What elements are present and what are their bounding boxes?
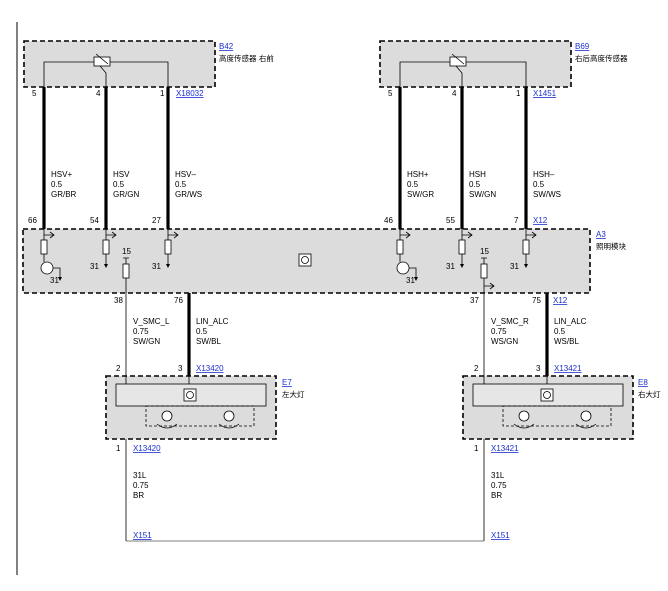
b69-pin: 1 bbox=[516, 89, 521, 98]
ground-label: 31 bbox=[446, 262, 455, 271]
wire-size: 0.5 bbox=[407, 180, 419, 189]
e7-bottom-connector-link[interactable]: X13420 bbox=[133, 444, 161, 453]
wire-signal: HSH bbox=[469, 170, 486, 179]
supply-label: 15 bbox=[122, 247, 131, 256]
wire-size: 0.5 bbox=[175, 180, 187, 189]
a3-link[interactable]: A3 bbox=[596, 230, 606, 239]
module-a3: 66 54 27 46 55 7 X12 A3 照明模块 31 31 15 31 bbox=[22, 216, 626, 305]
wire-signal: V_SMC_L bbox=[133, 317, 170, 326]
e8-pin: 3 bbox=[536, 364, 541, 373]
wire-color: WS/BL bbox=[554, 337, 579, 346]
wire-size: 0.75 bbox=[133, 481, 149, 490]
e7-pin: 3 bbox=[178, 364, 183, 373]
wire-size: 0.5 bbox=[554, 327, 566, 336]
b69-link[interactable]: B69 bbox=[575, 42, 590, 51]
wire-size: 0.5 bbox=[196, 327, 208, 336]
a3-pin: 54 bbox=[90, 216, 99, 225]
wire-color: SW/GN bbox=[133, 337, 160, 346]
wire-signal: 31L bbox=[491, 471, 505, 480]
middle-wires: V_SMC_L 0.75 SW/GN LIN_ALC 0.5 SW/BL V_S… bbox=[125, 293, 587, 376]
wire-color: BR bbox=[133, 491, 144, 500]
a3-pin: 46 bbox=[384, 216, 393, 225]
b69-pin: 5 bbox=[388, 89, 393, 98]
a3-bottom-connector-link[interactable]: X12 bbox=[553, 296, 568, 305]
wire-color: BR bbox=[491, 491, 502, 500]
e7-pin: 2 bbox=[116, 364, 121, 373]
b42-pin: 4 bbox=[96, 89, 101, 98]
a3-name: 照明模块 bbox=[596, 241, 626, 251]
sensor-b69: B69 右后高度传感器 5 4 1 X1451 bbox=[379, 40, 628, 98]
a3-pin: 7 bbox=[514, 216, 519, 225]
ground-label: 31 bbox=[152, 262, 161, 271]
wire-signal: V_SMC_R bbox=[491, 317, 529, 326]
a3-pin: 76 bbox=[174, 296, 183, 305]
wire-color: SW/GR bbox=[407, 190, 434, 199]
wire-size: 0.5 bbox=[533, 180, 545, 189]
supply-label: 15 bbox=[480, 247, 489, 256]
wire-signal: HSV+ bbox=[51, 170, 72, 179]
headlight-e7: 2 3 X13420 E7 左大灯 1 X13420 bbox=[105, 364, 305, 453]
wire-color: SW/WS bbox=[533, 190, 561, 199]
b42-name: 高度传感器 右前 bbox=[219, 53, 274, 63]
e8-name: 右大灯 bbox=[638, 389, 661, 399]
bottom-wires: 31L 0.75 BR 31L 0.75 BR X151 X151 bbox=[125, 439, 510, 542]
ground-point-link[interactable]: X151 bbox=[491, 531, 510, 540]
e8-bottom-connector-link[interactable]: X13421 bbox=[491, 444, 519, 453]
e8-pin: 2 bbox=[474, 364, 479, 373]
b42-connector-link[interactable]: X18032 bbox=[176, 89, 204, 98]
top-wires: HSV+ 0.5 GR/BR HSV 0.5 GR/GN HSV– 0.5 GR… bbox=[42, 87, 561, 229]
a3-pin: 75 bbox=[532, 296, 541, 305]
b42-pin: 5 bbox=[32, 89, 37, 98]
e8-pin: 1 bbox=[474, 444, 479, 453]
wire-color: GR/BR bbox=[51, 190, 77, 199]
b69-pin: 4 bbox=[452, 89, 457, 98]
wire-size: 0.5 bbox=[51, 180, 63, 189]
b42-link[interactable]: B42 bbox=[219, 42, 234, 51]
wire-size: 0.75 bbox=[133, 327, 149, 336]
e8-top-connector-link[interactable]: X13421 bbox=[554, 364, 582, 373]
e7-link[interactable]: E7 bbox=[282, 378, 292, 387]
a3-pin: 38 bbox=[114, 296, 123, 305]
b42-pin: 1 bbox=[160, 89, 165, 98]
a3-pin: 66 bbox=[28, 216, 37, 225]
headlight-e8: 2 3 X13421 E8 右大灯 1 X13421 bbox=[462, 364, 661, 453]
ground-label: 31 bbox=[90, 262, 99, 271]
wire-size: 0.5 bbox=[469, 180, 481, 189]
wire-signal: HSV– bbox=[175, 170, 196, 179]
e7-name: 左大灯 bbox=[282, 389, 305, 399]
wire-color: SW/BL bbox=[196, 337, 221, 346]
wire-signal: HSH+ bbox=[407, 170, 429, 179]
wire-signal: LIN_ALC bbox=[554, 317, 587, 326]
ground-label: 31 bbox=[50, 276, 59, 285]
a3-pin: 27 bbox=[152, 216, 161, 225]
wire-color: GR/GN bbox=[113, 190, 139, 199]
wire-signal: 31L bbox=[133, 471, 147, 480]
ground-label: 31 bbox=[510, 262, 519, 271]
wire-size: 0.5 bbox=[113, 180, 125, 189]
wire-signal: LIN_ALC bbox=[196, 317, 229, 326]
ground-point-link[interactable]: X151 bbox=[133, 531, 152, 540]
wire-size: 0.75 bbox=[491, 481, 507, 490]
b69-name: 右后高度传感器 bbox=[575, 53, 628, 63]
b69-connector-link[interactable]: X1451 bbox=[533, 89, 557, 98]
ground-label: 31 bbox=[406, 276, 415, 285]
a3-pin: 37 bbox=[470, 296, 479, 305]
a3-pin: 55 bbox=[446, 216, 455, 225]
e8-link[interactable]: E8 bbox=[638, 378, 648, 387]
wire-color: WS/GN bbox=[491, 337, 518, 346]
sensor-b42: B42 高度传感器 右前 5 4 1 X18032 bbox=[23, 40, 274, 98]
wire-signal: HSV bbox=[113, 170, 130, 179]
wire-color: SW/GN bbox=[469, 190, 496, 199]
wire-signal: HSH– bbox=[533, 170, 555, 179]
e7-pin: 1 bbox=[116, 444, 121, 453]
a3-top-connector-link[interactable]: X12 bbox=[533, 216, 548, 225]
wire-size: 0.75 bbox=[491, 327, 507, 336]
e7-top-connector-link[interactable]: X13420 bbox=[196, 364, 224, 373]
wire-color: GR/WS bbox=[175, 190, 202, 199]
